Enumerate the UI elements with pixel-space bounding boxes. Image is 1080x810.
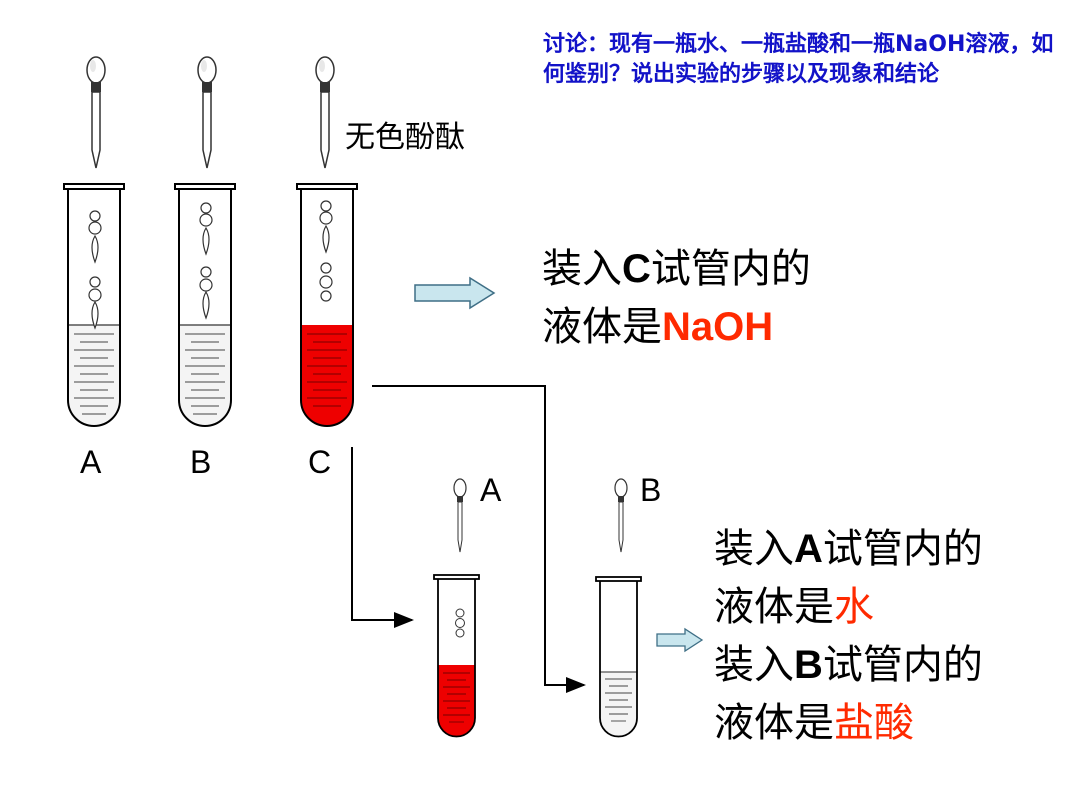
- dropper-c: [315, 56, 335, 169]
- answer-naoh: NaOH: [662, 305, 774, 349]
- bottom-tube-label-a: A: [480, 472, 502, 508]
- test-tube-a: [63, 183, 125, 427]
- connector-to-tube-b: [372, 385, 586, 693]
- answer-hydrochloric-acid: 盐酸: [834, 700, 914, 746]
- bottom-test-tube-b: [595, 576, 642, 738]
- conclusion-c-line1: 装入C试管内的: [542, 246, 811, 292]
- block-arrow-right-bottom: [656, 627, 704, 653]
- dropper-a: [86, 56, 106, 169]
- small-dropper-b: [614, 478, 628, 553]
- answer-water: 水: [834, 584, 874, 630]
- conclusion-b-line2: 液体是盐酸: [714, 700, 914, 746]
- tube-label-c: C: [308, 444, 332, 480]
- block-arrow-right-top: [414, 276, 496, 310]
- dropper-b: [197, 56, 217, 169]
- discussion-prompt: 讨论：现有一瓶水、一瓶盐酸和一瓶NaOH溶液，如何鉴别？说出实验的步骤以及现象和…: [543, 32, 1054, 87]
- tube-letter-c: C: [622, 247, 651, 291]
- bottom-tube-label-b: B: [640, 472, 662, 508]
- tube-label-b: B: [190, 444, 212, 480]
- conclusion-c-line2: 液体是NaOH: [542, 304, 774, 350]
- tube-label-a: A: [80, 444, 102, 480]
- test-tube-c: [296, 183, 358, 427]
- connector-to-tube-a: [351, 447, 414, 628]
- test-tube-b: [174, 183, 236, 427]
- conclusion-b-line1: 装入B试管内的: [714, 642, 983, 688]
- reagent-label: 无色酚酞: [345, 120, 465, 155]
- conclusion-ab: 装入A试管内的 液体是水 装入B试管内的 液体是盐酸: [714, 520, 983, 752]
- conclusion-a-line1: 装入A试管内的: [714, 526, 983, 572]
- bottom-test-tube-a: [433, 574, 480, 738]
- tube-letter-b: B: [794, 643, 823, 687]
- small-dropper-a: [453, 478, 467, 553]
- conclusion-c: 装入C试管内的 液体是NaOH: [542, 240, 811, 356]
- tube-letter-a: A: [794, 527, 823, 571]
- conclusion-a-line2: 液体是水: [714, 584, 874, 630]
